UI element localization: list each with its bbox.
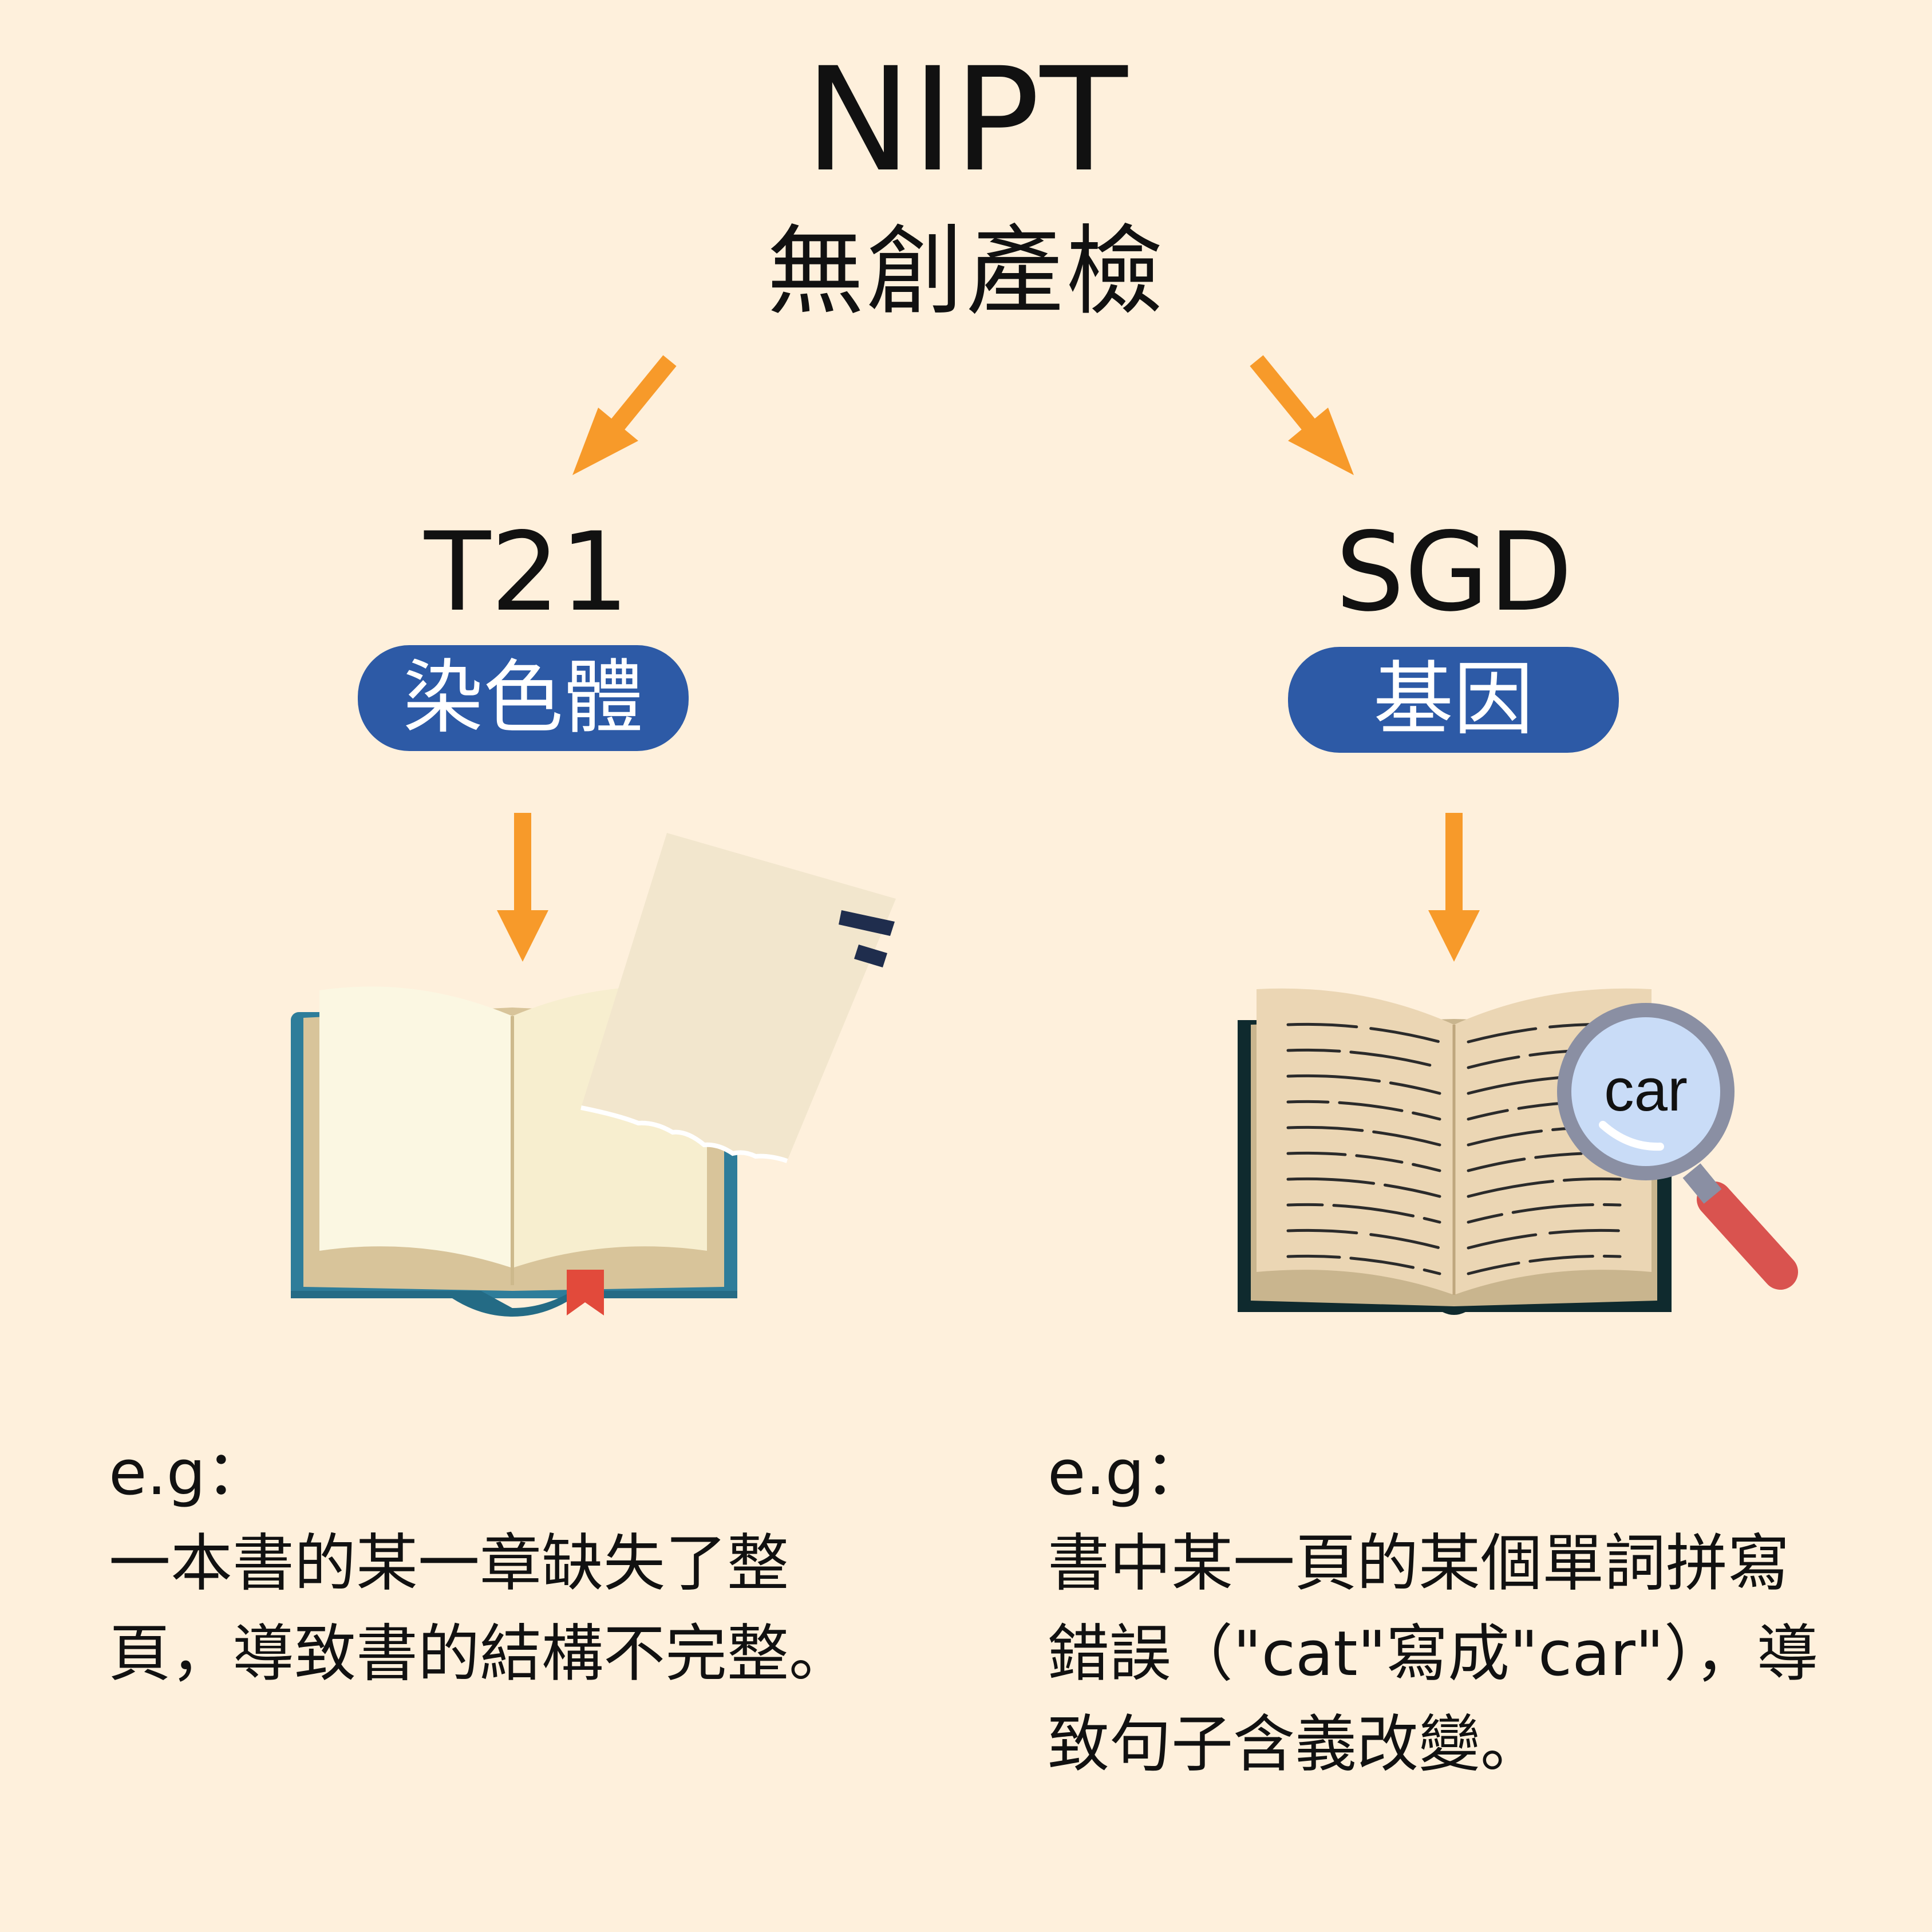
t21-eg-label: e.g： bbox=[109, 1437, 268, 1509]
t21-heading: T21 bbox=[424, 509, 629, 635]
page-subtitle: 無創產檢 bbox=[767, 215, 1165, 329]
t21-desc-line: 一本書的某一章缺失了整 bbox=[109, 1528, 789, 1599]
sgd-desc-line: 錯誤（"cat"寫成"car"），導 bbox=[1048, 1618, 1819, 1690]
sgd-desc-line: 書中某一頁的某個單詞拼寫 bbox=[1048, 1528, 1790, 1599]
sgd-heading: SGD bbox=[1335, 509, 1573, 635]
t21-description: e.g： 一本書的某一章缺失了整 頁，導致書的結構不完整。 bbox=[109, 1428, 922, 1700]
arrow-down-left bbox=[497, 813, 548, 962]
chromosome-badge: 染色體 bbox=[358, 645, 689, 751]
magnifier-icon: car bbox=[1557, 1003, 1798, 1290]
t21-desc-line: 頁，導致書的結構不完整。 bbox=[109, 1618, 851, 1690]
sgd-description: e.g： 書中某一頁的某個單詞拼寫 錯誤（"cat"寫成"car"），導 致句子… bbox=[1048, 1428, 1860, 1790]
page-title: NIPT bbox=[804, 37, 1128, 203]
magnifier-word: car bbox=[1604, 1057, 1688, 1124]
sgd-eg-label: e.g： bbox=[1048, 1437, 1207, 1509]
arrow-to-t21 bbox=[572, 355, 677, 475]
gene-badge: 基因 bbox=[1288, 647, 1619, 753]
book-missing-page-icon bbox=[291, 833, 896, 1317]
arrow-to-sgd bbox=[1250, 355, 1354, 475]
arrow-down-right bbox=[1428, 813, 1480, 962]
sgd-desc-line: 致句子含義改變。 bbox=[1048, 1709, 1543, 1780]
